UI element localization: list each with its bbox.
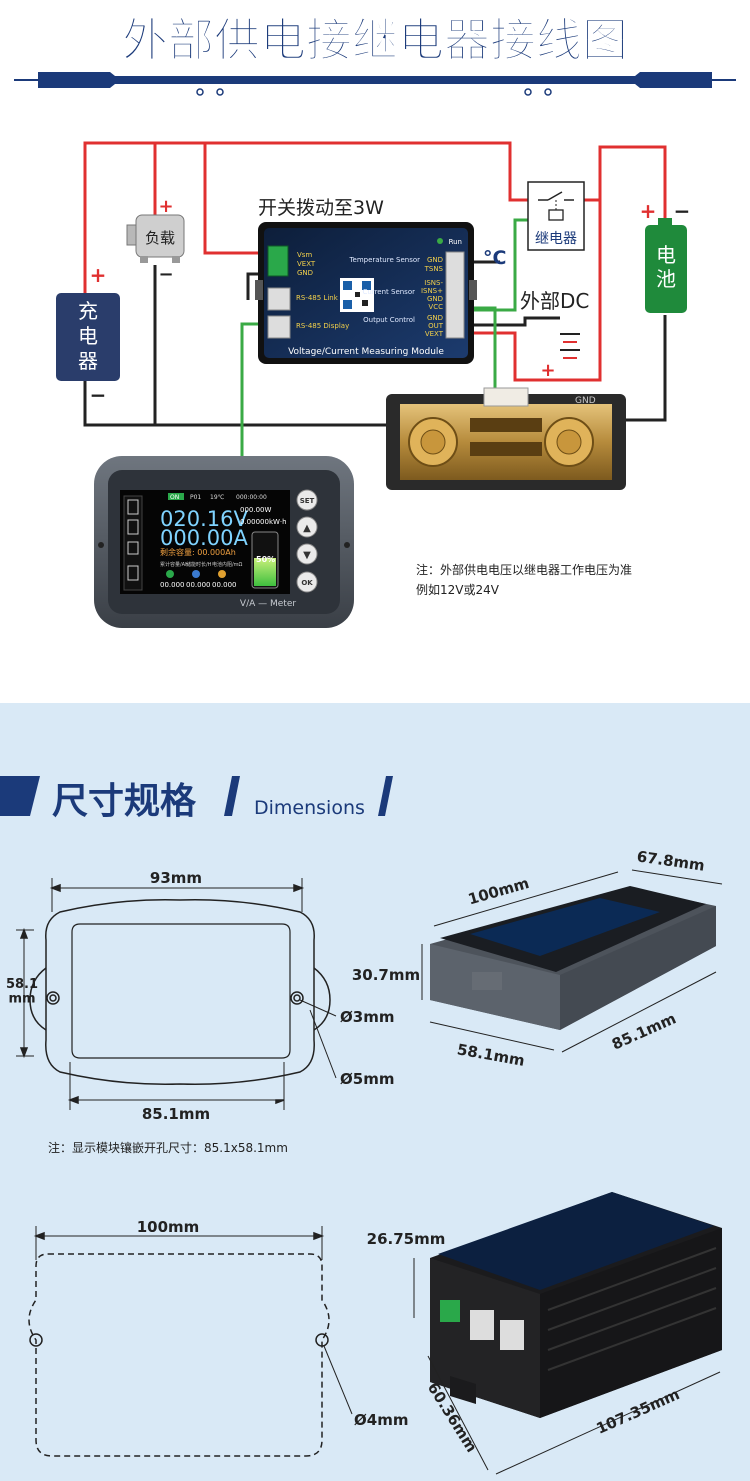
rs485-link-label: RS-485 Link [296, 294, 339, 302]
section-output: Output Control [363, 316, 415, 324]
m3d-height: 26.75mm [367, 1230, 446, 1248]
rpin-4: ISNS+ [421, 287, 443, 295]
shunt-gnd-label: GND [575, 396, 596, 406]
module-outline-width: 100mm [137, 1218, 200, 1236]
display-meter: ON P01 19℃ 000:00:00 020.16V 000.00A 000… [94, 456, 354, 628]
section-current: Current Sensor [362, 288, 415, 296]
display-hole-small: Ø3mm [340, 1008, 394, 1026]
external-dc-plus: + [540, 360, 555, 381]
wiring-note-1: 注：外部供电电压以继电器工作电压为准 [416, 562, 632, 577]
display-voltage: 020.16V [160, 507, 248, 531]
display-cutout-note: 注：显示模块镶嵌开孔尺寸：85.1x58.1mm [48, 1140, 288, 1155]
bezel-label: V/A — Meter [240, 599, 296, 609]
rpin-6: VCC [428, 303, 443, 311]
charger-minus: − [90, 383, 107, 407]
row-value-1: 00.000 [160, 581, 185, 589]
down-button[interactable]: ▼ [303, 550, 311, 561]
pin-gnd: GND [297, 269, 313, 277]
battery-label-1: 电 [656, 243, 676, 267]
status-temp: 19℃ [210, 494, 225, 501]
up-button[interactable]: ▲ [303, 523, 311, 534]
rpin-8: OUT [428, 322, 444, 330]
module-footer: Voltage/Current Measuring Module [288, 347, 444, 357]
charger-label-1: 充 [78, 299, 98, 323]
run-label: Run [449, 238, 462, 246]
rpin-3: ISNS- [424, 279, 443, 287]
display-3d-render [430, 886, 716, 1030]
rs485-display-label: RS-485 Display [296, 322, 349, 330]
d3-front-width: 58.1mm [456, 1040, 526, 1070]
load-motor: 负载 + − [126, 196, 185, 285]
status-time: 000:00:00 [236, 494, 267, 501]
wires [83, 141, 667, 460]
charger-label-2: 电 [78, 324, 98, 348]
dimensions-title-en: Dimensions [254, 797, 365, 819]
display-inner-width-label: 85.1mm [142, 1105, 210, 1123]
d3-height: 30.7mm [352, 966, 420, 984]
display-energy: 0.00000kW·h [240, 518, 287, 526]
charger: 充 电 器 + − [56, 263, 120, 407]
battery-percent: 50% [256, 555, 275, 564]
external-dc-source: 外部DC + [520, 289, 589, 381]
status-p01: P01 [190, 494, 201, 501]
d3-depth: 67.8mm [636, 847, 706, 874]
wiring-title-banner: 外部供电接继电器接线图 [14, 13, 736, 96]
module-3d-render [430, 1192, 722, 1418]
section-temperature: Temperature Sensor [348, 256, 420, 264]
wiring-title: 外部供电接继电器接线图 [122, 13, 628, 67]
display-remaining: 剩余容量: 00.000Ah [160, 547, 236, 557]
battery-plus: + [640, 199, 657, 223]
switch-note: 开关拨动至3W [258, 197, 384, 219]
ok-button[interactable]: OK [301, 579, 313, 587]
current-shunt: GND [386, 387, 626, 490]
row-label-3: 电池内阻/mΩ [212, 561, 243, 568]
module-outline-drawing [28, 1226, 353, 1457]
d3-front-length: 85.1mm [609, 1009, 679, 1053]
load-label: 负载 [145, 229, 175, 247]
battery: 电 池 + − [640, 199, 691, 313]
pin-vext: VEXT [297, 260, 316, 268]
display-width-label: 93mm [150, 869, 202, 887]
display-3d-dims [421, 869, 723, 1053]
status-on: ON [170, 494, 179, 501]
rpin-2: TSNS [424, 265, 444, 273]
pin-vsm: Vsm [297, 251, 312, 259]
d3-length: 100mm [466, 874, 531, 909]
temperature-symbol: °C [483, 247, 506, 269]
row-value-2: 00.000 [186, 581, 211, 589]
rpin-9: VEXT [425, 330, 444, 338]
row-value-3: 00.000 [212, 581, 237, 589]
set-button[interactable]: SET [300, 497, 315, 505]
relay: 继电器 [527, 181, 585, 251]
display-hole-large: Ø5mm [340, 1070, 394, 1088]
rpin-5: GND [427, 295, 443, 303]
measuring-module: 开关拨动至3W Vsm VEXT GND RS-485 Link RS-485 … [255, 197, 506, 364]
battery-minus: − [674, 199, 691, 223]
row-label-2: 储能时长/H [186, 561, 212, 568]
load-plus: + [158, 196, 173, 217]
battery-label-2: 池 [656, 267, 676, 291]
load-minus: − [158, 264, 173, 285]
rpin-7: GND [427, 314, 443, 322]
relay-label: 继电器 [535, 231, 577, 247]
rpin-1: GND [427, 256, 443, 264]
charger-plus: + [90, 263, 107, 287]
module-outline-hole: Ø4mm [354, 1411, 408, 1429]
dimensions-header: 尺寸规格 Dimensions [0, 776, 393, 822]
external-dc-label: 外部DC [520, 289, 589, 313]
charger-label-3: 器 [78, 349, 98, 373]
row-label-1: 累计容量/Ah [160, 561, 188, 568]
module-3d-dims [413, 1258, 721, 1475]
display-power: 000.00W [240, 506, 271, 514]
display-front-drawing [16, 878, 337, 1110]
wiring-note-2: 例如12V或24V [416, 582, 500, 597]
display-current: 000.00A [160, 526, 248, 550]
dimensions-title-cn: 尺寸规格 [52, 781, 197, 822]
